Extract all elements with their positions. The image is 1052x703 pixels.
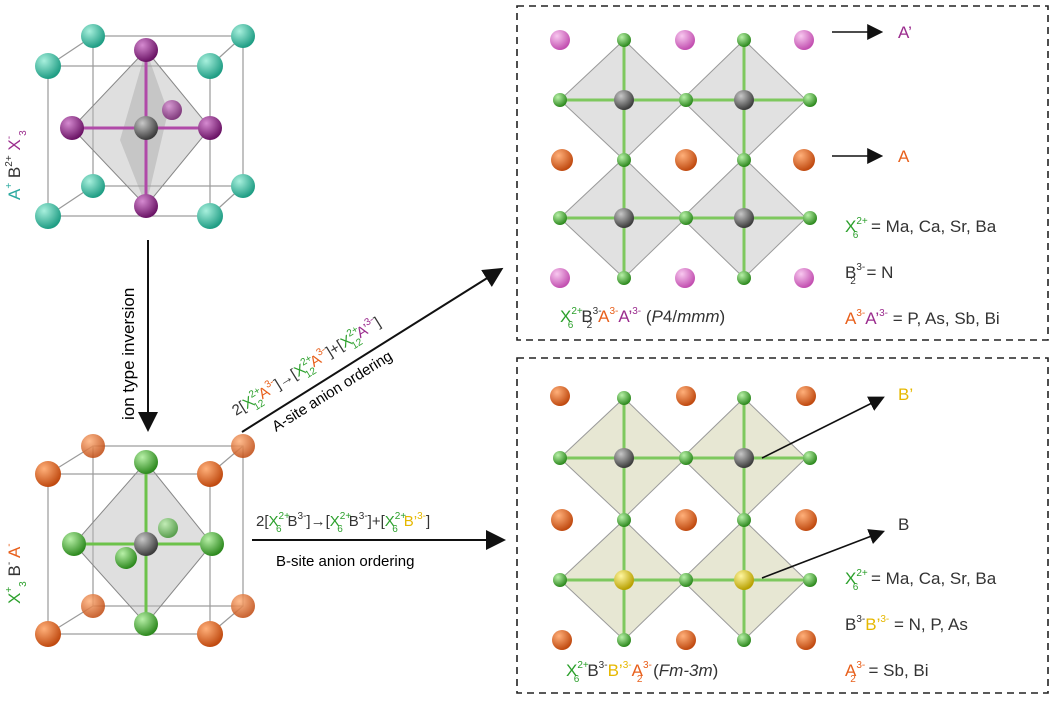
top-panel-border (516, 5, 1049, 341)
x-site-atom (60, 38, 222, 218)
b-atom (614, 448, 754, 590)
top-left-formula: A+ B2+ X-3 (4, 130, 29, 200)
svg-text:2[X2+12A3-]→[X2+12A3-]+[X2+12A: 2[X2+12A3-]→[X2+12A3-]+[X2+12A’3-] (228, 312, 386, 423)
a-site-atom (35, 24, 255, 229)
a-site-atom (35, 434, 255, 647)
bottom-panel-structure (550, 386, 817, 650)
bottom-left-formula: X+3 B- A- (4, 543, 29, 604)
a-site-equation: 2[X2+12A3-]→[X2+12A3-]+[X2+12A’3-] (228, 312, 386, 423)
a-prime-label: A’ (898, 23, 912, 42)
bottom-legend-x: X2+6 = Ma, Ca, Sr, Ba (845, 568, 997, 593)
svg-text:A+ B2+ X-3: A+ B2+ X-3 (4, 130, 29, 200)
b-label: B (898, 515, 909, 534)
svg-text:X+3 B- A-: X+3 B- A- (4, 543, 29, 604)
top-legend-b: B3-2 = N (845, 262, 893, 287)
a-site-arrow (241, 267, 504, 433)
top-panel-structure (550, 30, 817, 288)
a-label: A (898, 147, 910, 166)
a-site-label: A-site anion ordering (269, 348, 395, 436)
b-pointer (761, 529, 885, 579)
top-legend-x: X2+6 = Ma, Ca, Sr, Ba (845, 216, 997, 241)
x-site-atom (62, 450, 224, 636)
b-atom (614, 90, 754, 228)
bottom-left-unit-cell (35, 434, 255, 647)
bottom-panel-border (516, 357, 1049, 694)
bottom-legend-b: B3-B’3- = N, P, As (845, 614, 968, 634)
b-prime-label: B’ (898, 385, 913, 404)
x-atom (553, 391, 817, 647)
top-left-unit-cell (35, 24, 255, 229)
x-atom (553, 33, 817, 285)
bottom-legend-a: A3-2 = Sb, Bi (845, 660, 929, 685)
b-site-atom (134, 116, 158, 140)
a-prime-atom (550, 30, 814, 288)
b-site-atom (134, 532, 158, 556)
ion-inversion-label: ion type inversion (119, 288, 138, 420)
b-site-label: B-site anion ordering (276, 553, 414, 570)
a-atom (550, 386, 817, 650)
b-prime-pointer (761, 396, 885, 459)
top-legend-a: A3-A’3- = P, As, Sb, Bi (845, 308, 1000, 328)
a-atom (551, 149, 815, 171)
